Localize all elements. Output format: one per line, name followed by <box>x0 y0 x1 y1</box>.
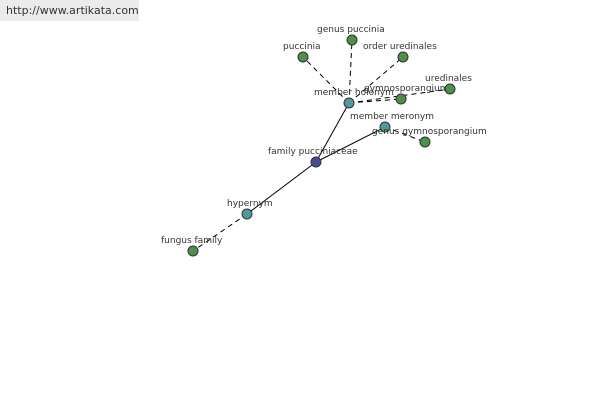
node-genus-puccinia[interactable] <box>346 34 358 46</box>
node-family-pucciniaceae[interactable] <box>310 156 322 168</box>
edge-member-meronym-to-genus-gymnosporangium <box>384 126 426 143</box>
node-genus-gymnosporangium[interactable] <box>419 136 431 148</box>
node-label-member-meronym[interactable]: member meronym <box>350 112 434 122</box>
edge-hypernym-to-fungus-family <box>192 213 248 252</box>
node-label-genus-puccinia[interactable]: genus puccinia <box>317 25 385 35</box>
node-order-uredinales[interactable] <box>397 51 409 63</box>
edge-family-pucciniaceae-to-member-meronym <box>315 126 386 163</box>
node-uredinales[interactable] <box>444 83 456 95</box>
node-label-member-holonym[interactable]: member holonym <box>314 88 394 98</box>
edge-member-holonym-to-order-uredinales <box>348 56 404 104</box>
edge-member-holonym-to-gymnosporangium <box>348 98 402 104</box>
watermark-url: http://www.artikata.com <box>0 0 139 21</box>
node-label-fungus-family[interactable]: fungus family <box>161 236 223 246</box>
edge-member-holonym-to-uredinales <box>348 88 451 104</box>
edge-family-pucciniaceae-to-hypernym <box>246 161 317 215</box>
node-label-family-pucciniaceae[interactable]: family pucciniaceae <box>268 147 358 157</box>
edge-member-holonym-to-genus-puccinia <box>348 39 353 104</box>
node-label-genus-gymnosporangium[interactable]: genus gymnosporangium <box>372 127 487 137</box>
graph-nodes: family pucciniaceae member holonym member … <box>161 25 487 257</box>
node-label-gymnosporangium[interactable]: gymnosporangium <box>364 84 449 94</box>
graph-edges <box>192 39 451 252</box>
node-label-puccinia[interactable]: puccinia <box>283 42 321 52</box>
node-member-holonym[interactable] <box>343 97 355 109</box>
node-puccinia[interactable] <box>297 51 309 63</box>
node-hypernym[interactable] <box>241 208 253 220</box>
node-member-meronym[interactable] <box>379 121 391 133</box>
node-label-order-uredinales[interactable]: order uredinales <box>363 42 437 52</box>
edge-family-pucciniaceae-to-member-holonym <box>315 102 350 163</box>
node-label-hypernym[interactable]: hypernym <box>227 199 273 209</box>
node-label-uredinales[interactable]: uredinales <box>425 74 472 84</box>
node-gymnosporangium[interactable] <box>395 93 407 105</box>
node-fungus-family[interactable] <box>187 245 199 257</box>
edge-member-holonym-to-puccinia <box>302 56 350 104</box>
